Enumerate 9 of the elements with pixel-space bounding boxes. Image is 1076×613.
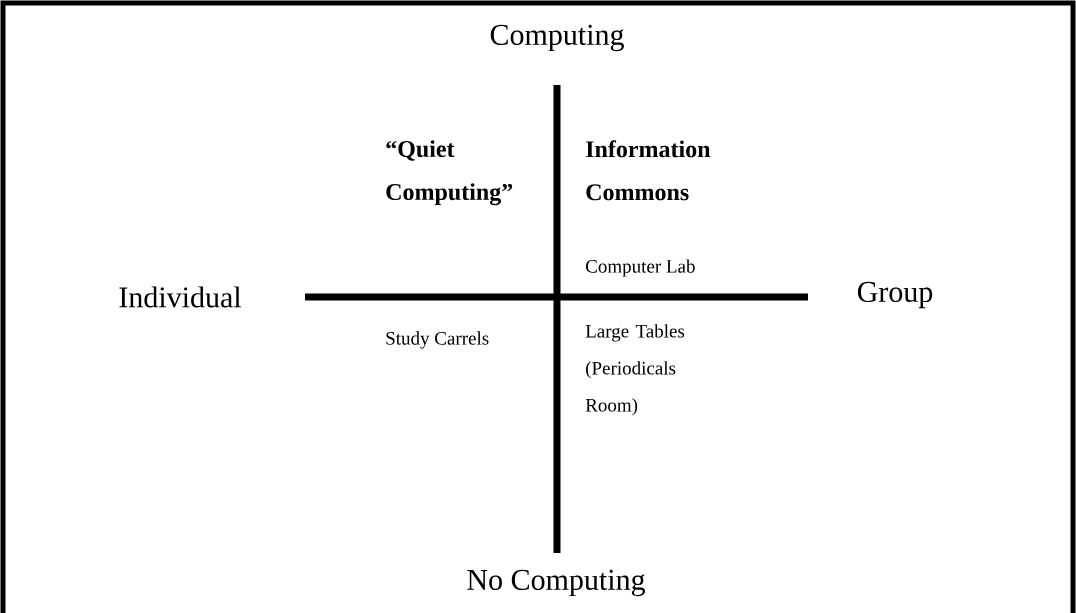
axis-label: No Computing (467, 569, 646, 597)
axis-label: Computing (490, 24, 624, 52)
quadrant-text: Large Tables (Periodicals Room) (585, 324, 685, 416)
axis-label: Group (857, 281, 933, 309)
quadrant-text: Study Carrels (386, 331, 489, 349)
quadrant-heading: “Quiet Computing” (386, 140, 513, 206)
quadrant-heading: Information Commons (586, 140, 711, 201)
axis-label: Individual (119, 286, 242, 308)
quadrant-text: Computer Lab (586, 259, 695, 277)
